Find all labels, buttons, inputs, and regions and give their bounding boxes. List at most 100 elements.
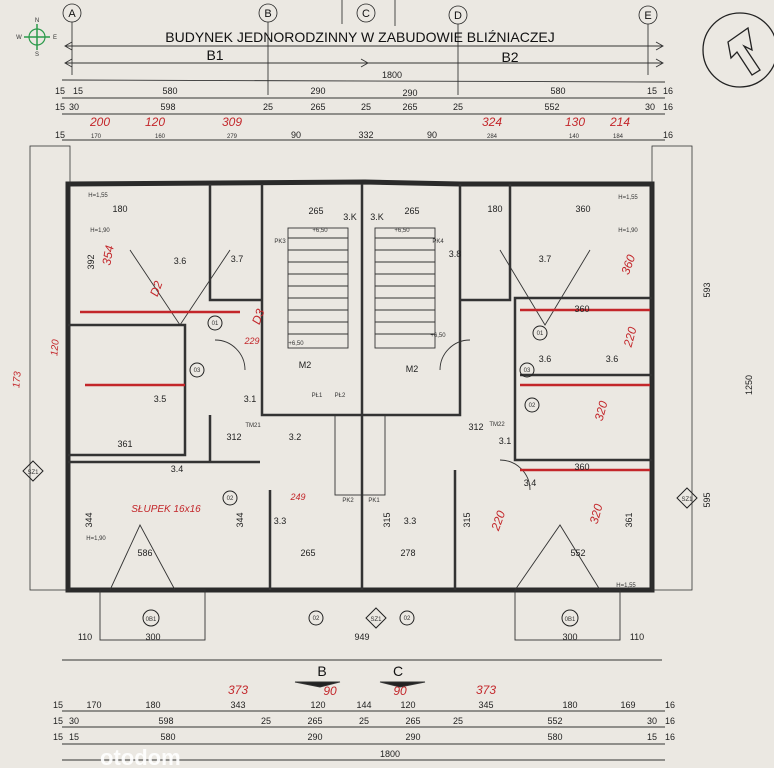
door-swings: [109, 249, 601, 591]
symbol-label: SZ1: [370, 617, 382, 623]
red-note: 90: [323, 684, 337, 698]
dim: 265: [405, 716, 420, 726]
top-dimension-row-1: 15 15 580 290 290 580 15 16: [55, 86, 673, 98]
dim: 360: [575, 204, 590, 214]
dim: 265: [404, 206, 419, 216]
dim: 552: [547, 716, 562, 726]
dim: 361: [624, 512, 634, 527]
dim: 290: [307, 732, 322, 742]
red-note: 373: [228, 683, 248, 697]
top-dimension-row-2: 15 30 598 25 265 25 265 25 552 30 16: [55, 102, 673, 112]
section-marker-c: C: [393, 663, 403, 679]
grid-axis-e: E: [644, 10, 651, 22]
dim: 265: [402, 102, 417, 112]
room-label: 3.6: [606, 354, 619, 364]
room-label: 3.6: [174, 256, 187, 266]
dim: 580: [162, 86, 177, 96]
red-note: 173: [11, 371, 23, 389]
dim: 30: [69, 102, 79, 112]
dim: 25: [359, 716, 369, 726]
element-symbols: 0B1 0B1 SZ1 SZ1 SZ1 02 02 01 01 02 02 03…: [22, 315, 698, 629]
room-label: 3.3: [274, 516, 287, 526]
section-marker-b: B: [317, 663, 326, 679]
grid-axes: [62, 0, 658, 95]
dim: 90: [291, 130, 301, 140]
dim: 144: [356, 700, 371, 710]
dim: 312: [468, 422, 483, 432]
bottom-dimension-row-2: 15 30 598 25 265 25 265 25 552 30 16: [53, 716, 675, 726]
grid-axis-a: A: [68, 8, 76, 20]
dim: 332: [358, 130, 373, 140]
dim: 312: [226, 432, 241, 442]
dim: 290: [405, 732, 420, 742]
dim: 315: [462, 512, 472, 527]
room-label: 3.4: [524, 478, 537, 488]
dim: 552: [570, 548, 585, 558]
stair-label: 3.K: [370, 212, 384, 222]
level: H=1,55: [88, 193, 108, 199]
red-note: 220: [488, 509, 508, 534]
dim: 140: [569, 134, 580, 140]
top-total-dimension: 1800: [382, 70, 402, 80]
dim: 361: [117, 439, 132, 449]
dim: 284: [487, 134, 498, 140]
top-dimension-lines: [61, 79, 666, 141]
stair-label: M2: [299, 360, 312, 370]
stair-labels: M2 M2 PŁ1 PŁ2 PK1 PK2 PK3 PK4 3.K 3.K TM…: [245, 212, 505, 504]
dim: 598: [160, 102, 175, 112]
dim: 16: [665, 732, 675, 742]
red-note: 120: [145, 115, 165, 129]
dim: 598: [158, 716, 173, 726]
level: H=1,55: [618, 195, 638, 201]
dim: 580: [547, 732, 562, 742]
dim: 265: [308, 206, 323, 216]
red-note: D2: [147, 279, 166, 299]
compass-e: E: [53, 35, 57, 41]
dim: 180: [487, 204, 502, 214]
stair-label: TM22: [489, 422, 505, 428]
red-note: 220: [621, 325, 640, 349]
dim: 300: [562, 632, 577, 642]
dim: 290: [310, 86, 325, 96]
compass-n: N: [35, 18, 39, 24]
dim: 580: [160, 732, 175, 742]
compass-icon: N W E S: [16, 18, 57, 58]
symbol-label: SZ1: [27, 470, 39, 476]
symbol-label: 03: [194, 368, 201, 374]
dim: 15: [53, 700, 63, 710]
dim: 90: [427, 130, 437, 140]
balcony-dimensions: 110 300 949 300 110: [78, 632, 644, 642]
dim: 169: [620, 700, 635, 710]
bottom-dimension-row-3: 15 15 580 290 290 580 15 16: [53, 732, 675, 742]
room-label: 3.8: [449, 249, 462, 259]
dim: 30: [645, 102, 655, 112]
red-note: 90: [393, 684, 407, 698]
red-note: 130: [565, 115, 585, 129]
dim: 343: [230, 700, 245, 710]
segment-b2: B2: [501, 49, 518, 65]
compass-s: S: [35, 52, 39, 58]
stair-label: PK3: [274, 239, 286, 245]
dim: 265: [300, 548, 315, 558]
red-markings: [80, 308, 650, 472]
dim: 15: [647, 732, 657, 742]
grid-axis-c: C: [362, 8, 370, 20]
dim: 16: [663, 86, 673, 96]
symbol-label: 02: [313, 616, 320, 622]
room-label: 3.7: [539, 254, 552, 264]
dim: 15: [53, 716, 63, 726]
stair-label: PK4: [432, 239, 444, 245]
dim: 16: [665, 700, 675, 710]
dim: 595: [702, 492, 712, 507]
dim: 593: [702, 282, 712, 297]
symbol-label: 01: [212, 321, 219, 327]
red-note: SŁUPEK 16x16: [131, 504, 201, 515]
level-marks: +6,50 +6,50 +6,50 +6,50 H=1,55 H=1,90 H=…: [86, 193, 638, 589]
dim: 15: [55, 86, 65, 96]
dim: 580: [550, 86, 565, 96]
red-note: 249: [289, 492, 305, 502]
dim: 120: [310, 700, 325, 710]
dim: 290: [402, 88, 417, 98]
dim: 180: [145, 700, 160, 710]
